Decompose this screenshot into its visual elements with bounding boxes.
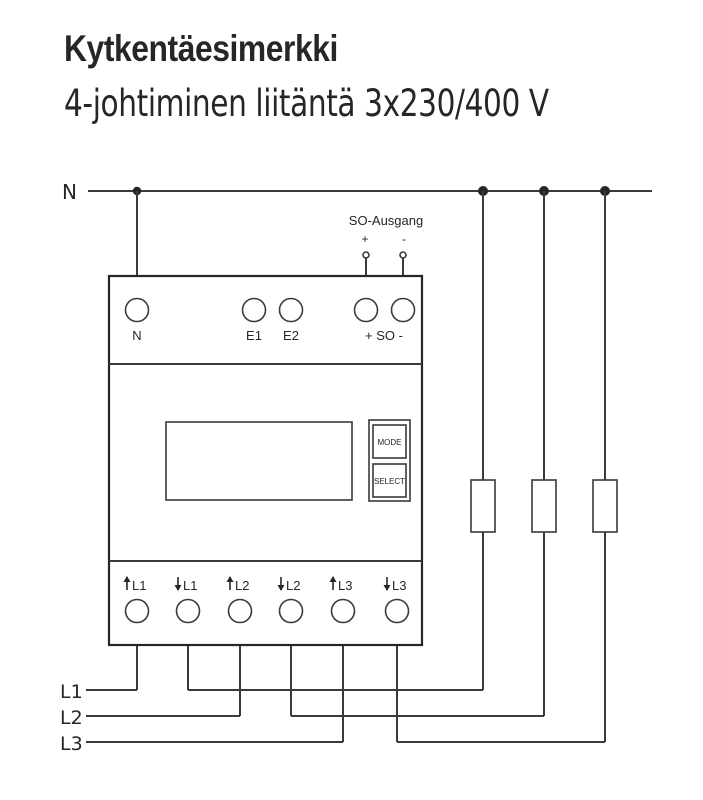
page-title: Kytkentäesimerkki: [64, 28, 338, 69]
terminal-l3-out: [384, 598, 410, 624]
terminal-label-e1: E1: [246, 328, 262, 343]
arrow-up-icon-head: [226, 576, 234, 582]
load-resistor-l1: [470, 479, 496, 533]
terminal-label-l3-out: L3: [392, 578, 406, 593]
neutral-line-label: N: [62, 180, 77, 204]
terminal-e1: [241, 297, 267, 323]
so-output-plus-label: +: [361, 232, 368, 246]
terminal-label-e2: E2: [283, 328, 299, 343]
terminal-e2: [278, 297, 304, 323]
select-button: [372, 463, 407, 498]
terminal-label-l2-in: L2: [235, 578, 249, 593]
so-output-title: SO-Ausgang: [349, 213, 423, 228]
terminal-label-n: N: [132, 328, 141, 343]
terminal-l2-out: [278, 598, 304, 624]
terminal-l3-in: [330, 598, 356, 624]
loads: [470, 479, 618, 533]
phase-label-l3: L3: [60, 733, 83, 755]
phase-label-l1: L1: [60, 681, 83, 703]
phase-label-l2: L2: [60, 707, 83, 729]
arrow-down-icon-head: [174, 585, 182, 591]
meter-display: [165, 421, 353, 501]
mode-button: [372, 424, 407, 459]
arrow-down-icon-head: [383, 585, 391, 591]
terminal-label-l1-in: L1: [132, 578, 146, 593]
terminal-l1-out: [175, 598, 201, 624]
page-subtitle: 4-johtiminen liitäntä 3x230/400 V: [64, 82, 549, 125]
terminal-n: [124, 297, 150, 323]
energy-meter: MODE SELECT N E1 E2 + SO - L1 L1 L2 L2 L3 L3: [107, 274, 424, 647]
terminal-l1-in: [124, 598, 150, 624]
arrow-up-icon-head: [329, 576, 337, 582]
load-resistor-l3: [592, 479, 618, 533]
so-output-terminal-plus: [362, 251, 370, 259]
so-output-minus-label: -: [402, 232, 406, 246]
mode-button-label: MODE: [378, 438, 402, 447]
terminal-so-plus: [353, 297, 379, 323]
terminal-l2-in: [227, 598, 253, 624]
select-button-label: SELECT: [374, 477, 405, 486]
terminal-so-minus: [390, 297, 416, 323]
terminal-label-l1-out: L1: [183, 578, 197, 593]
load-resistor-l2: [531, 479, 557, 533]
arrow-down-icon-head: [277, 585, 285, 591]
so-output-terminal-minus: [399, 251, 407, 259]
terminal-label-l2-out: L2: [286, 578, 300, 593]
terminal-label-l3-in: L3: [338, 578, 352, 593]
arrow-up-icon-head: [123, 576, 131, 582]
so-terminal-label: + SO -: [365, 328, 403, 343]
